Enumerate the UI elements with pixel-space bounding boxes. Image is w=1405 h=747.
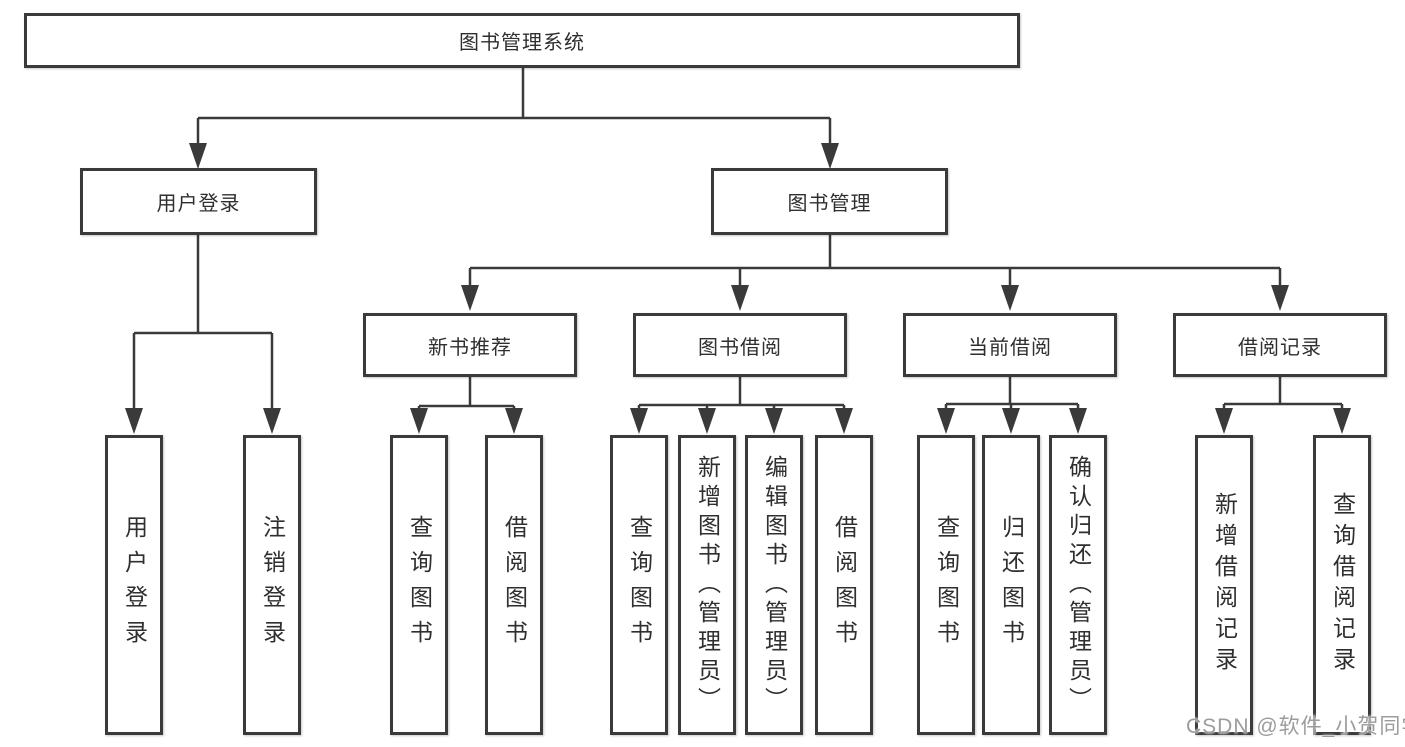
leaf-add-borrow-record: 新增借阅记录: [1195, 435, 1253, 735]
leaf-query-books-current: 查询图书: [917, 435, 975, 735]
node-library-management-system: 图书管理系统: [24, 13, 1020, 68]
node-book-borrowing: 图书借阅: [633, 313, 847, 377]
node-current-borrowing: 当前借阅: [903, 313, 1117, 377]
node-label: 图书管理: [787, 193, 872, 215]
leaf-label: 确认归还（管理员）: [1065, 454, 1092, 716]
leaf-label: 查询借阅记录: [1329, 492, 1356, 678]
node-label: 图书借阅: [698, 336, 782, 359]
leaf-logout: 注销登录: [243, 435, 301, 735]
leaf-query-books-borrow: 查询图书: [610, 435, 668, 735]
leaf-label: 新增借阅记录: [1211, 492, 1238, 678]
leaf-label: 归还图书: [998, 515, 1025, 655]
leaf-label: 用户登录: [121, 515, 148, 655]
node-label: 用户登录: [156, 193, 241, 215]
node-label: 新书推荐: [428, 336, 512, 359]
leaf-label: 查询图书: [406, 515, 433, 655]
leaf-label: 注销登录: [259, 515, 286, 655]
node-borrowing-records: 借阅记录: [1173, 313, 1387, 377]
csdn-watermark: CSDN @软件_小贺同学: [1186, 715, 1405, 738]
leaf-label: 借阅图书: [501, 515, 528, 655]
node-label: 当前借阅: [968, 336, 1052, 359]
leaf-query-borrow-record: 查询借阅记录: [1313, 435, 1371, 735]
leaf-add-books-admin: 新增图书（管理员）: [678, 435, 736, 735]
node-user-login: 用户登录: [80, 168, 317, 235]
leaf-label: 新增图书（管理员）: [694, 454, 721, 716]
leaf-label: 查询图书: [626, 515, 653, 655]
node-book-management: 图书管理: [711, 168, 948, 235]
leaf-label: 编辑图书（管理员）: [761, 454, 788, 716]
node-new-book-recommendation: 新书推荐: [363, 313, 577, 377]
leaf-query-books-recommend: 查询图书: [390, 435, 448, 735]
leaf-borrow-books: 借阅图书: [815, 435, 873, 735]
node-label: 图书管理系统: [459, 32, 585, 54]
leaf-confirm-return-admin: 确认归还（管理员）: [1049, 435, 1107, 735]
leaf-user-login: 用户登录: [105, 435, 163, 735]
node-label: 借阅记录: [1238, 336, 1322, 359]
leaf-label: 借阅图书: [831, 515, 858, 655]
leaf-borrow-books-recommend: 借阅图书: [485, 435, 543, 735]
leaf-label: 查询图书: [933, 515, 960, 655]
leaf-edit-books-admin: 编辑图书（管理员）: [745, 435, 803, 735]
leaf-return-books: 归还图书: [982, 435, 1040, 735]
